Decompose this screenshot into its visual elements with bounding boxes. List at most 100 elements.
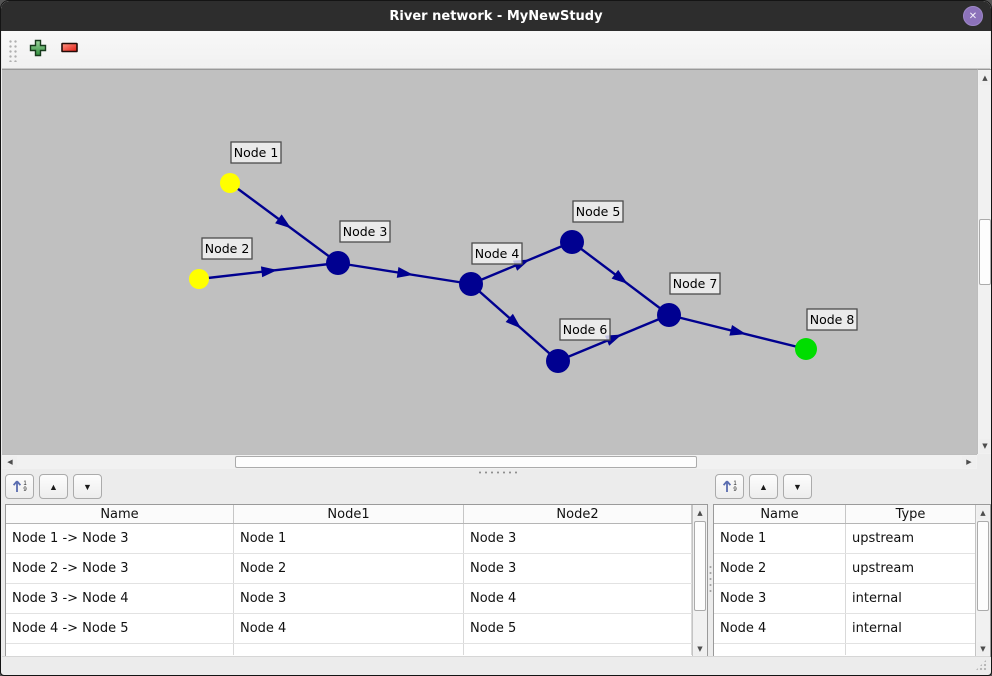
- column-header-type[interactable]: Type: [846, 505, 976, 523]
- graph-vertical-scrollbar[interactable]: ▲ ▼: [977, 69, 991, 454]
- remove-icon: [61, 42, 79, 57]
- scroll-right-icon[interactable]: ▶: [962, 456, 976, 468]
- move-down-icon: ▼: [793, 481, 802, 492]
- node-label: Node 7: [673, 276, 718, 291]
- links-move-up-button[interactable]: ▲: [39, 474, 68, 499]
- table-cell[interactable]: Node 4: [234, 614, 464, 643]
- table-cell[interactable]: Node 2: [714, 554, 846, 583]
- scrollbar-corner: [977, 454, 991, 469]
- close-button[interactable]: ✕: [963, 6, 983, 26]
- scroll-left-icon[interactable]: ◀: [3, 456, 17, 468]
- scroll-down-icon[interactable]: ▼: [694, 642, 706, 655]
- table-cell[interactable]: Node 3 -> Node 4: [6, 584, 234, 613]
- scroll-up-icon[interactable]: ▲: [977, 506, 989, 519]
- nodes-move-down-button[interactable]: ▼: [783, 474, 812, 499]
- scroll-up-icon[interactable]: ▲: [979, 71, 991, 85]
- graph-node[interactable]: [459, 272, 483, 296]
- table-cell[interactable]: Node 2: [234, 554, 464, 583]
- resize-grip-icon[interactable]: [975, 659, 987, 671]
- table-cell[interactable]: Node 3: [464, 554, 692, 583]
- nodes-sort-button[interactable]: 1 9: [715, 474, 744, 499]
- node-label-box[interactable]: [201, 237, 253, 260]
- graph-hscroll-thumb[interactable]: [235, 456, 697, 468]
- table-cell[interactable]: upstream: [846, 524, 976, 553]
- node-label-box[interactable]: [669, 272, 721, 295]
- table-cell[interactable]: upstream: [846, 554, 976, 583]
- column-header-node2[interactable]: Node2: [464, 505, 692, 523]
- table-cell[interactable]: Node 2 -> Node 3: [6, 554, 234, 583]
- graph-node[interactable]: [220, 173, 240, 193]
- edge-arrow-icon: [505, 313, 522, 329]
- sort-digits: 1 9: [733, 480, 737, 493]
- title-bar[interactable]: River network - MyNewStudy ✕: [1, 1, 991, 31]
- links-sort-button[interactable]: 1 9: [5, 474, 34, 499]
- node-label-box[interactable]: [471, 242, 523, 265]
- table-row-partial: [6, 644, 707, 655]
- move-up-icon: ▲: [759, 481, 768, 492]
- scroll-up-icon[interactable]: ▲: [694, 506, 706, 519]
- links-move-down-button[interactable]: ▼: [73, 474, 102, 499]
- table-cell[interactable]: Node 3: [714, 584, 846, 613]
- graph-node[interactable]: [795, 338, 817, 360]
- nodes-table-scrollbar[interactable]: ▲ ▼: [975, 505, 990, 656]
- node-label: Node 3: [343, 224, 388, 239]
- toolbar-drag-handle[interactable]: [7, 37, 17, 62]
- graph-node[interactable]: [546, 349, 570, 373]
- table-cell[interactable]: Node 4: [714, 614, 846, 643]
- edge-arrow-icon: [275, 214, 292, 229]
- links-table-scrollbar[interactable]: ▲ ▼: [692, 505, 707, 656]
- column-header-node1[interactable]: Node1: [234, 505, 464, 523]
- node-label-box[interactable]: [559, 318, 611, 341]
- table-cell[interactable]: internal: [846, 614, 976, 643]
- sort-ascending-icon: [722, 479, 732, 495]
- table-cell[interactable]: internal: [846, 584, 976, 613]
- table-cell[interactable]: Node 1: [714, 524, 846, 553]
- edge-arrow-icon: [729, 324, 747, 336]
- graph-node[interactable]: [560, 230, 584, 254]
- graph-node[interactable]: [657, 303, 681, 327]
- links-scroll-thumb[interactable]: [694, 521, 706, 611]
- column-header-name[interactable]: Name: [6, 505, 234, 523]
- graph-node[interactable]: [326, 251, 350, 275]
- graph-node[interactable]: [189, 269, 209, 289]
- table-cell[interactable]: Node 3: [234, 584, 464, 613]
- node-label-box[interactable]: [230, 141, 282, 164]
- table-cell[interactable]: Node 3: [464, 524, 692, 553]
- node-label: Node 2: [205, 241, 250, 256]
- graph-vscroll-thumb[interactable]: [979, 219, 991, 285]
- node-label-box[interactable]: [339, 220, 391, 243]
- table-cell[interactable]: Node 4: [464, 584, 692, 613]
- add-node-button[interactable]: [25, 37, 51, 63]
- table-cell[interactable]: Node 4 -> Node 5: [6, 614, 234, 643]
- node-label-box[interactable]: [572, 200, 624, 223]
- nodes-table-toolbar: 1 9 ▲ ▼: [715, 474, 812, 499]
- graph-horizontal-scrollbar[interactable]: ◀ ▶: [2, 454, 977, 469]
- table-cell[interactable]: Node 5: [464, 614, 692, 643]
- horizontal-splitter[interactable]: [2, 469, 991, 475]
- table-cell: [846, 644, 976, 655]
- remove-node-button[interactable]: [57, 37, 83, 63]
- column-header-name[interactable]: Name: [714, 505, 846, 523]
- table-cell[interactable]: Node 1: [234, 524, 464, 553]
- nodes-move-up-button[interactable]: ▲: [749, 474, 778, 499]
- scroll-down-icon[interactable]: ▼: [977, 642, 989, 655]
- close-icon: ✕: [968, 10, 978, 22]
- node-label-box[interactable]: [806, 308, 858, 331]
- nodes-scroll-thumb[interactable]: [977, 521, 989, 611]
- table-cell[interactable]: Node 1 -> Node 3: [6, 524, 234, 553]
- node-label: Node 4: [475, 246, 520, 261]
- scroll-down-icon[interactable]: ▼: [979, 439, 991, 453]
- vertical-splitter[interactable]: [708, 561, 713, 597]
